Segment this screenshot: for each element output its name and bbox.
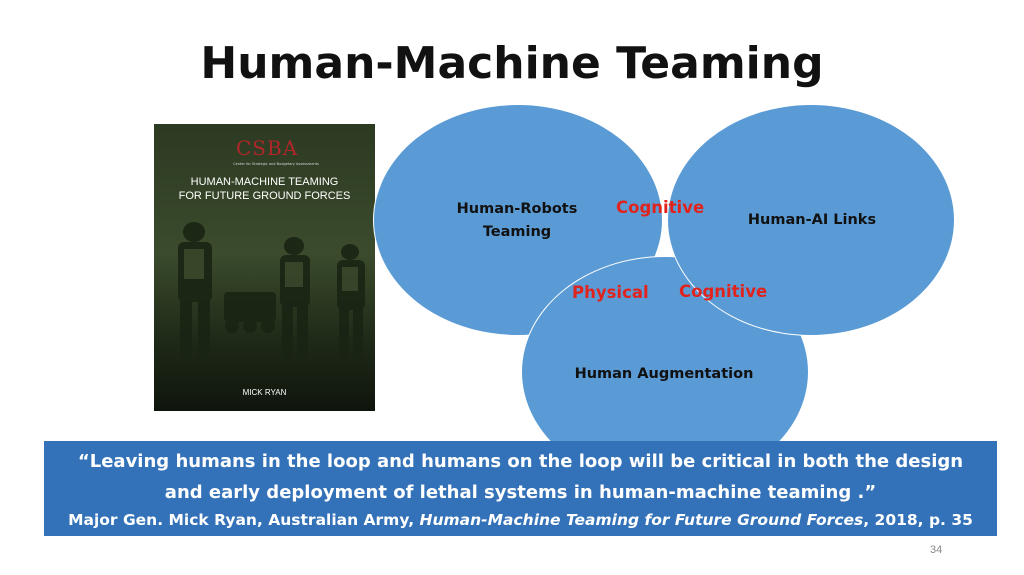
quote-box: “Leaving humans in the loop and humans o… [44, 441, 997, 536]
book-title-line2: FOR FUTURE GROUND FORCES [178, 190, 351, 202]
quote-attribution: Major Gen. Mick Ryan, Australian Army, H… [68, 511, 973, 529]
quote-line1: “Leaving humans in the loop and humans o… [77, 451, 964, 472]
overlap-cognitive-bottom: Cognitive [679, 282, 768, 301]
quote-line2: and early deployment of lethal systems i… [164, 482, 877, 503]
csba-logo-subtitle: Center for Strategic and Budgetary Asses… [233, 162, 319, 166]
overlap-cognitive-top: Cognitive [616, 198, 705, 217]
label-human-ai: Human-AI Links [747, 212, 877, 228]
book-author: MICK RYAN [242, 388, 287, 397]
csba-logo: CSBA [236, 136, 299, 160]
book-cover-image: CSBA Center for Strategic and Budgetary … [154, 124, 375, 411]
source-title: Human-Machine Teaming for Future Ground … [419, 511, 864, 529]
label-human-augmentation: Human Augmentation [574, 366, 754, 382]
open-quote-mark: “ [77, 451, 90, 472]
slide-title: Human-Machine Teaming [200, 38, 824, 89]
circle-human-ai [667, 104, 955, 336]
soldiers-illustration [178, 222, 365, 362]
page-number: 34 [930, 544, 943, 556]
label-human-robots: Human-Robots Teaming [456, 201, 578, 240]
book-title-line1: HUMAN-MACHINE TEAMING [190, 176, 339, 188]
overlap-physical: Physical [572, 283, 649, 302]
